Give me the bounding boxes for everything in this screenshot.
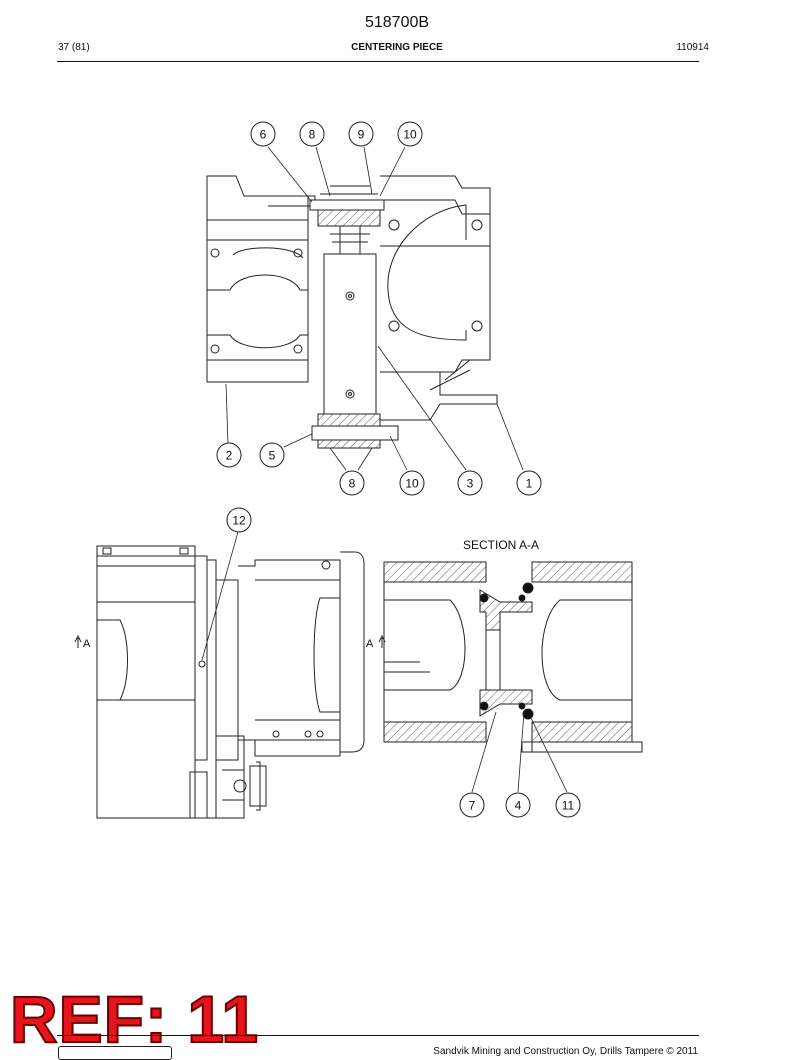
page-number: 37 (81) (58, 42, 90, 53)
callout-bubble (339, 470, 365, 496)
callout-label: 10 (403, 128, 417, 142)
callout-label: 6 (260, 128, 267, 142)
callout-bubble (516, 470, 542, 496)
callout-label: 10 (405, 477, 419, 491)
footer-copyright: Sandvik Mining and Construction Oy, Dril… (433, 1046, 698, 1057)
document-code: 110914 (676, 42, 709, 53)
section-marker-right: A (366, 638, 374, 650)
sandvik-logo (58, 1046, 172, 1060)
callout-label: 7 (469, 799, 476, 813)
leader-line-12 (201, 531, 239, 661)
callouts-top: 6 8 9 10 (250, 121, 423, 147)
callout-label: 12 (232, 514, 246, 528)
header-divider (57, 61, 699, 62)
callout-bubble (505, 792, 531, 818)
callout-label: 1 (526, 477, 533, 491)
callout-label: 11 (562, 799, 575, 813)
callout-bubble (399, 470, 425, 496)
side-view (74, 545, 386, 819)
section-a-a-view (383, 561, 643, 753)
callout-label: 4 (515, 799, 522, 813)
callout-label: 2 (226, 449, 233, 463)
footer-divider (57, 1035, 699, 1036)
callout-bubble (226, 507, 252, 533)
document-number: 518700B (364, 14, 430, 31)
top-view (206, 175, 498, 449)
section-title: SECTION A-A (463, 538, 539, 552)
callout-bubble (259, 442, 285, 468)
callout-bubble (216, 442, 242, 468)
callout-label: 9 (358, 128, 365, 142)
callout-bubble (299, 121, 325, 147)
callout-label: 3 (467, 477, 474, 491)
callout-bubble (250, 121, 276, 147)
callout-label: 8 (309, 128, 316, 142)
callout-bubble (397, 121, 423, 147)
leader-lines-section (471, 711, 568, 793)
callout-bubble (555, 792, 581, 818)
page-title: CENTERING PIECE (351, 42, 443, 53)
callout-label: 5 (269, 449, 276, 463)
callout-bubble (457, 470, 483, 496)
callout-bubble (459, 792, 485, 818)
callout-label: 8 (349, 477, 356, 491)
leader-lines-top (225, 146, 524, 471)
callout-bubble (348, 121, 374, 147)
section-marker-left: A (83, 638, 91, 650)
callouts-mid: 2 5 8 10 3 1 (216, 442, 542, 496)
callouts-section: 7 4 11 (459, 792, 581, 818)
reference-stamp: REF: 11 (9, 982, 260, 1056)
callout-side: 12 (226, 507, 252, 533)
